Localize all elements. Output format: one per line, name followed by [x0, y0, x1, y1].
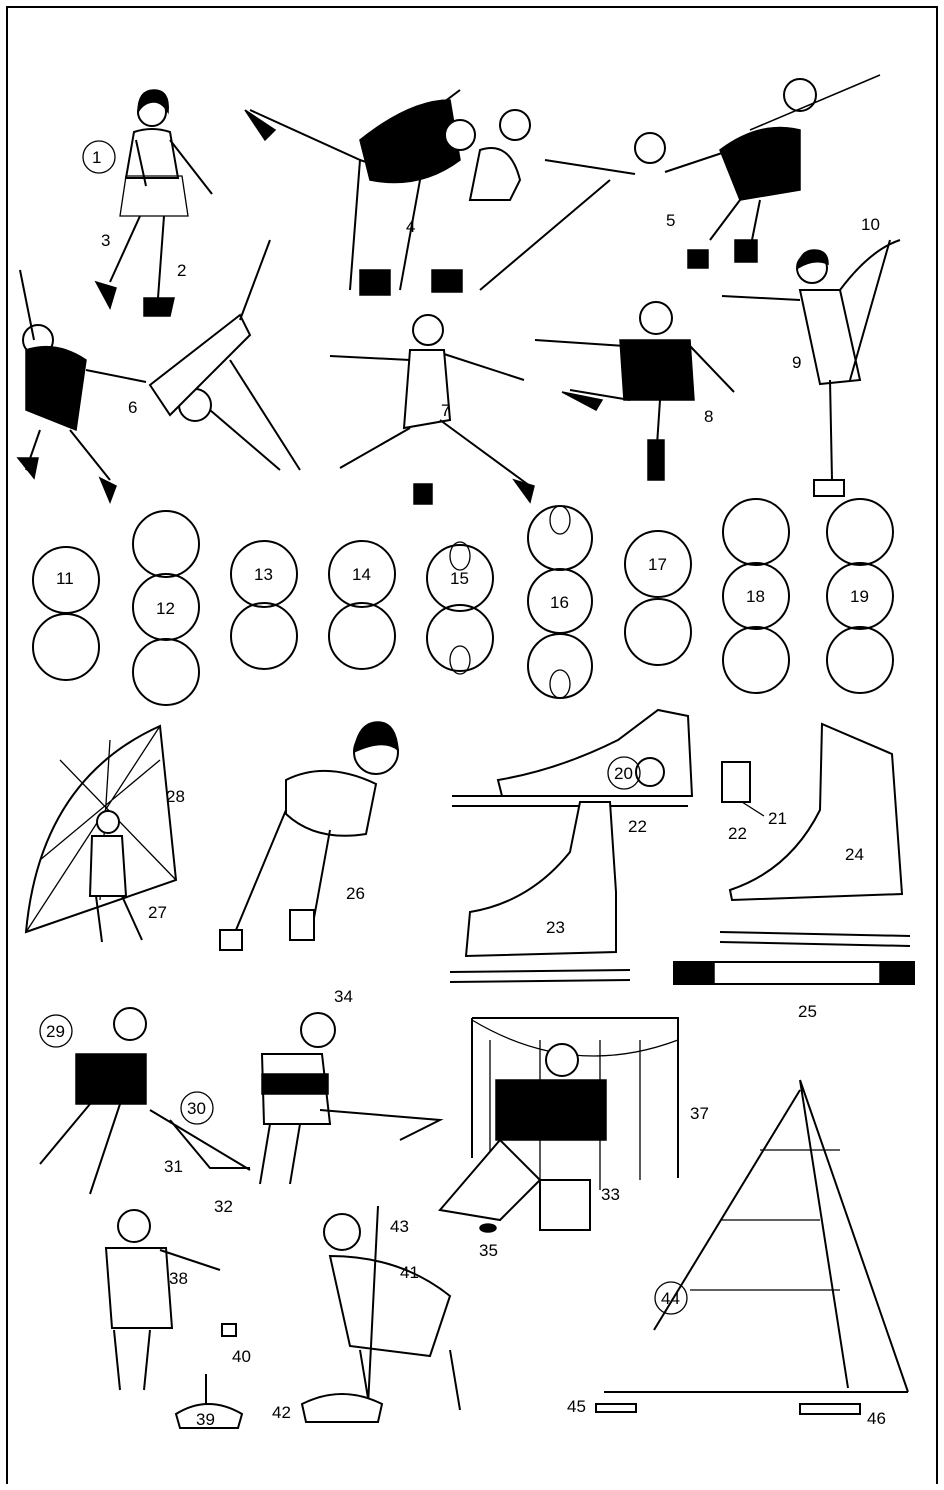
label-30: 30 [187, 1099, 206, 1118]
label-7: 7 [441, 401, 450, 420]
label-33: 33 [601, 1185, 620, 1204]
label-16: 16 [550, 593, 569, 612]
label-19: 19 [850, 587, 869, 606]
blade-section [722, 762, 764, 816]
curler-sweeping [302, 1206, 460, 1422]
label-34: 34 [334, 987, 353, 1006]
figure-skate [674, 724, 914, 984]
label-43: 43 [390, 1217, 409, 1236]
goalkeeper-and-goal [440, 1018, 678, 1230]
puck [480, 1224, 496, 1232]
label-10: 10 [861, 215, 880, 234]
label-31: 31 [164, 1157, 183, 1176]
label-14: 14 [352, 565, 371, 584]
label-15: 15 [450, 569, 469, 588]
label-17: 17 [648, 555, 667, 574]
label-4: 4 [406, 217, 415, 236]
spread-eagle-jump [330, 315, 534, 504]
sit-spin-skater [535, 302, 734, 480]
hockey-skate [450, 802, 630, 982]
label-1: 1 [92, 148, 101, 167]
layback-skater [722, 240, 900, 496]
label-5: 5 [666, 211, 675, 230]
label-3: 3 [101, 231, 110, 250]
label-26: 26 [346, 884, 365, 903]
label-36: 36 [530, 1097, 549, 1116]
skater-girl-figure [96, 90, 212, 316]
label-46: 46 [867, 1409, 886, 1428]
label-23: 23 [546, 918, 565, 937]
label-8: 8 [704, 407, 713, 426]
label-20: 20 [614, 764, 633, 783]
label-22-speed-skate: 22 [628, 817, 647, 836]
label-21: 21 [768, 809, 787, 828]
label-2: 2 [177, 261, 186, 280]
label-11: 11 [56, 569, 74, 588]
hockey-player-2 [260, 1013, 440, 1184]
curler-throwing [106, 1210, 220, 1390]
pair-skaters-spiral [245, 90, 530, 295]
label-6: 6 [128, 398, 137, 417]
label-25: 25 [798, 1002, 817, 1021]
label-35: 35 [479, 1241, 498, 1260]
label-42: 42 [272, 1403, 291, 1422]
label-18: 18 [746, 587, 765, 606]
label-9: 9 [792, 353, 801, 372]
label-13: 13 [254, 565, 273, 584]
ice-yacht [596, 1080, 908, 1414]
label-45: 45 [567, 1397, 586, 1416]
label-40: 40 [232, 1347, 251, 1366]
label-44: 44 [661, 1289, 680, 1308]
speed-skater [220, 722, 398, 950]
label-37: 37 [690, 1104, 709, 1123]
speed-skate [452, 710, 692, 806]
label-28: 28 [166, 787, 185, 806]
label-39: 39 [196, 1410, 215, 1429]
label-41: 41 [400, 1263, 419, 1282]
label-29: 29 [46, 1022, 65, 1041]
label-24: 24 [845, 845, 864, 864]
label-38: 38 [169, 1269, 188, 1288]
label-32: 32 [214, 1197, 233, 1216]
tee-block [222, 1324, 236, 1336]
label-12: 12 [156, 599, 175, 618]
label-27: 27 [148, 903, 167, 922]
label-22-blade-section: 22 [728, 824, 747, 843]
